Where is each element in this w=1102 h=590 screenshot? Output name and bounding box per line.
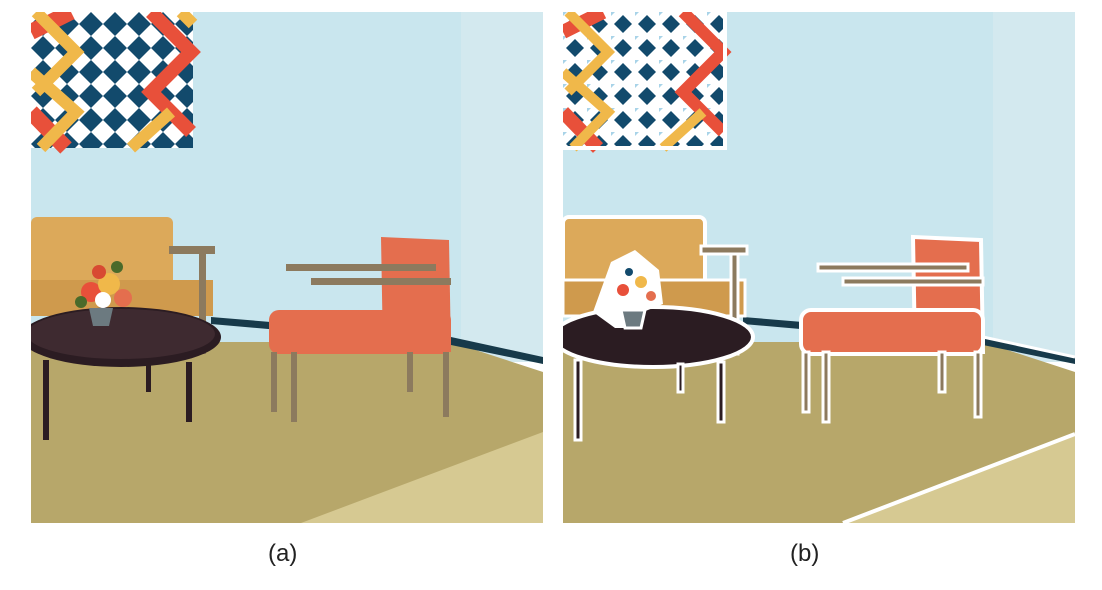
- wall-right: [461, 12, 543, 362]
- flower-vase-segment: [593, 250, 663, 330]
- flower-vase: [75, 261, 132, 326]
- carpet-light: [301, 432, 543, 523]
- carpet: [31, 342, 543, 523]
- caption-b: (b): [790, 540, 820, 567]
- armchair: [269, 237, 451, 422]
- armchair-segment: [799, 234, 986, 424]
- quilt-artwork: [31, 12, 201, 154]
- caption-a: (a): [268, 540, 298, 567]
- segmented-photo-panel: [563, 12, 1075, 523]
- carpet-edge: [842, 432, 1075, 523]
- segmented-photo: [563, 12, 1075, 523]
- coffee-table: [31, 307, 221, 440]
- carpet-segment: [563, 342, 1075, 523]
- original-photo: [31, 12, 543, 523]
- original-photo-panel: [31, 12, 543, 523]
- wall-right-segment: [993, 12, 1075, 362]
- quilt-segment: [563, 12, 732, 153]
- baseboard-edge: [982, 335, 1075, 359]
